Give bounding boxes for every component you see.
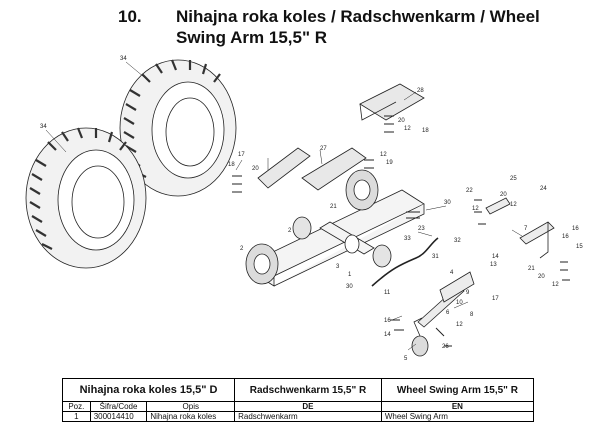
col-desc: Opis <box>146 401 236 412</box>
callout: 21 <box>528 266 535 272</box>
callout: 18 <box>422 128 429 134</box>
col-de: DE <box>234 401 382 412</box>
tire-rear <box>119 59 237 197</box>
callout: 3 <box>336 264 340 270</box>
callout: 12 <box>404 126 411 132</box>
callout: 33 <box>404 236 411 242</box>
callout: 16 <box>384 318 391 324</box>
callout: 23 <box>418 226 425 232</box>
cell-desc: Nihajna roka koles <box>146 411 236 422</box>
callout: 2 <box>288 228 292 234</box>
callout: 16 <box>562 234 569 240</box>
table-row: 1 300014410 Nihajna roka koles Radschwen… <box>62 411 535 422</box>
hub-right <box>345 169 379 211</box>
section-number: 10. <box>118 7 142 26</box>
callout: 13 <box>490 262 497 268</box>
callout: 12 <box>380 152 387 158</box>
callout: 12 <box>510 202 517 208</box>
cell-code: 300014410 <box>89 411 148 422</box>
callout: 12 <box>456 322 463 328</box>
callout: 17 <box>238 152 245 158</box>
callout: 17 <box>492 296 499 302</box>
hub-left <box>245 243 279 285</box>
fender-left <box>257 147 311 189</box>
callout: 16 <box>572 226 579 232</box>
fender-27 <box>301 147 367 191</box>
page-title: 10. Nihajna roka koles / Radschwenkarm / … <box>118 6 540 27</box>
callout: 5 <box>404 356 408 362</box>
col-pos: Poz. <box>62 401 91 412</box>
callout: 26 <box>442 344 449 350</box>
callout: 24 <box>540 186 547 192</box>
parts-table: Nihajna roka koles 15,5" D Radschwenkarm… <box>61 378 535 422</box>
callout: 6 <box>446 310 450 316</box>
hydraulic-cylinder <box>411 285 465 357</box>
tire-front <box>25 127 147 269</box>
callout: 12 <box>472 206 479 212</box>
steering-bracket <box>439 197 555 303</box>
callout: 8 <box>470 312 474 318</box>
table-lang-en: Wheel Swing Arm 15,5" R <box>380 378 535 402</box>
title-line-1: Nihajna roka koles / Radschwenkarm / Whe… <box>176 7 540 26</box>
callout: 30 <box>444 200 451 206</box>
fasteners <box>232 115 570 347</box>
callout: 15 <box>576 244 583 250</box>
col-code: Šifra/Code <box>89 401 148 412</box>
callout: 20 <box>252 166 259 172</box>
callout: 4 <box>450 270 454 276</box>
callout: 2 <box>240 246 244 252</box>
callout: 1 <box>348 272 352 278</box>
callout: 20 <box>500 192 507 198</box>
callout: 12 <box>552 282 559 288</box>
cell-de: Radschwenkarm <box>234 411 382 422</box>
callout: 22 <box>466 188 473 194</box>
callout: 19 <box>386 160 393 166</box>
callout: 11 <box>384 290 391 296</box>
callout: 21 <box>330 204 337 210</box>
callout: 27 <box>320 146 327 152</box>
cell-pos: 1 <box>62 411 91 422</box>
callout: 31 <box>432 254 439 260</box>
callout: 18 <box>228 162 235 168</box>
callout: 28 <box>417 88 424 94</box>
col-en: EN <box>380 401 535 412</box>
swing-arm-frame <box>251 189 425 287</box>
callout: 20 <box>398 118 405 124</box>
cell-en: Wheel Swing Arm <box>380 411 535 422</box>
callout: 7 <box>524 226 528 232</box>
hydraulic-hose <box>371 237 439 287</box>
table-title: Nihajna roka koles 15,5" D <box>61 378 236 402</box>
callout: 14 <box>492 254 499 260</box>
callout: 20 <box>538 274 545 280</box>
callout: 14 <box>384 332 391 338</box>
callout: 34 <box>40 124 47 130</box>
callout: 34 <box>120 56 127 62</box>
callout: 32 <box>454 238 461 244</box>
fender-28 <box>359 83 425 121</box>
exploded-parts-drawing: 34 34 28 20 12 18 17 18 20 27 12 19 21 2… <box>25 56 583 362</box>
title-line-2: Swing Arm 15,5" R <box>176 28 328 47</box>
table-lang-de: Radschwenkarm 15,5" R <box>234 378 382 402</box>
callout: 9 <box>466 290 470 296</box>
callout: 25 <box>510 176 517 182</box>
callout: 30 <box>346 284 353 290</box>
callout: 10 <box>456 300 463 306</box>
